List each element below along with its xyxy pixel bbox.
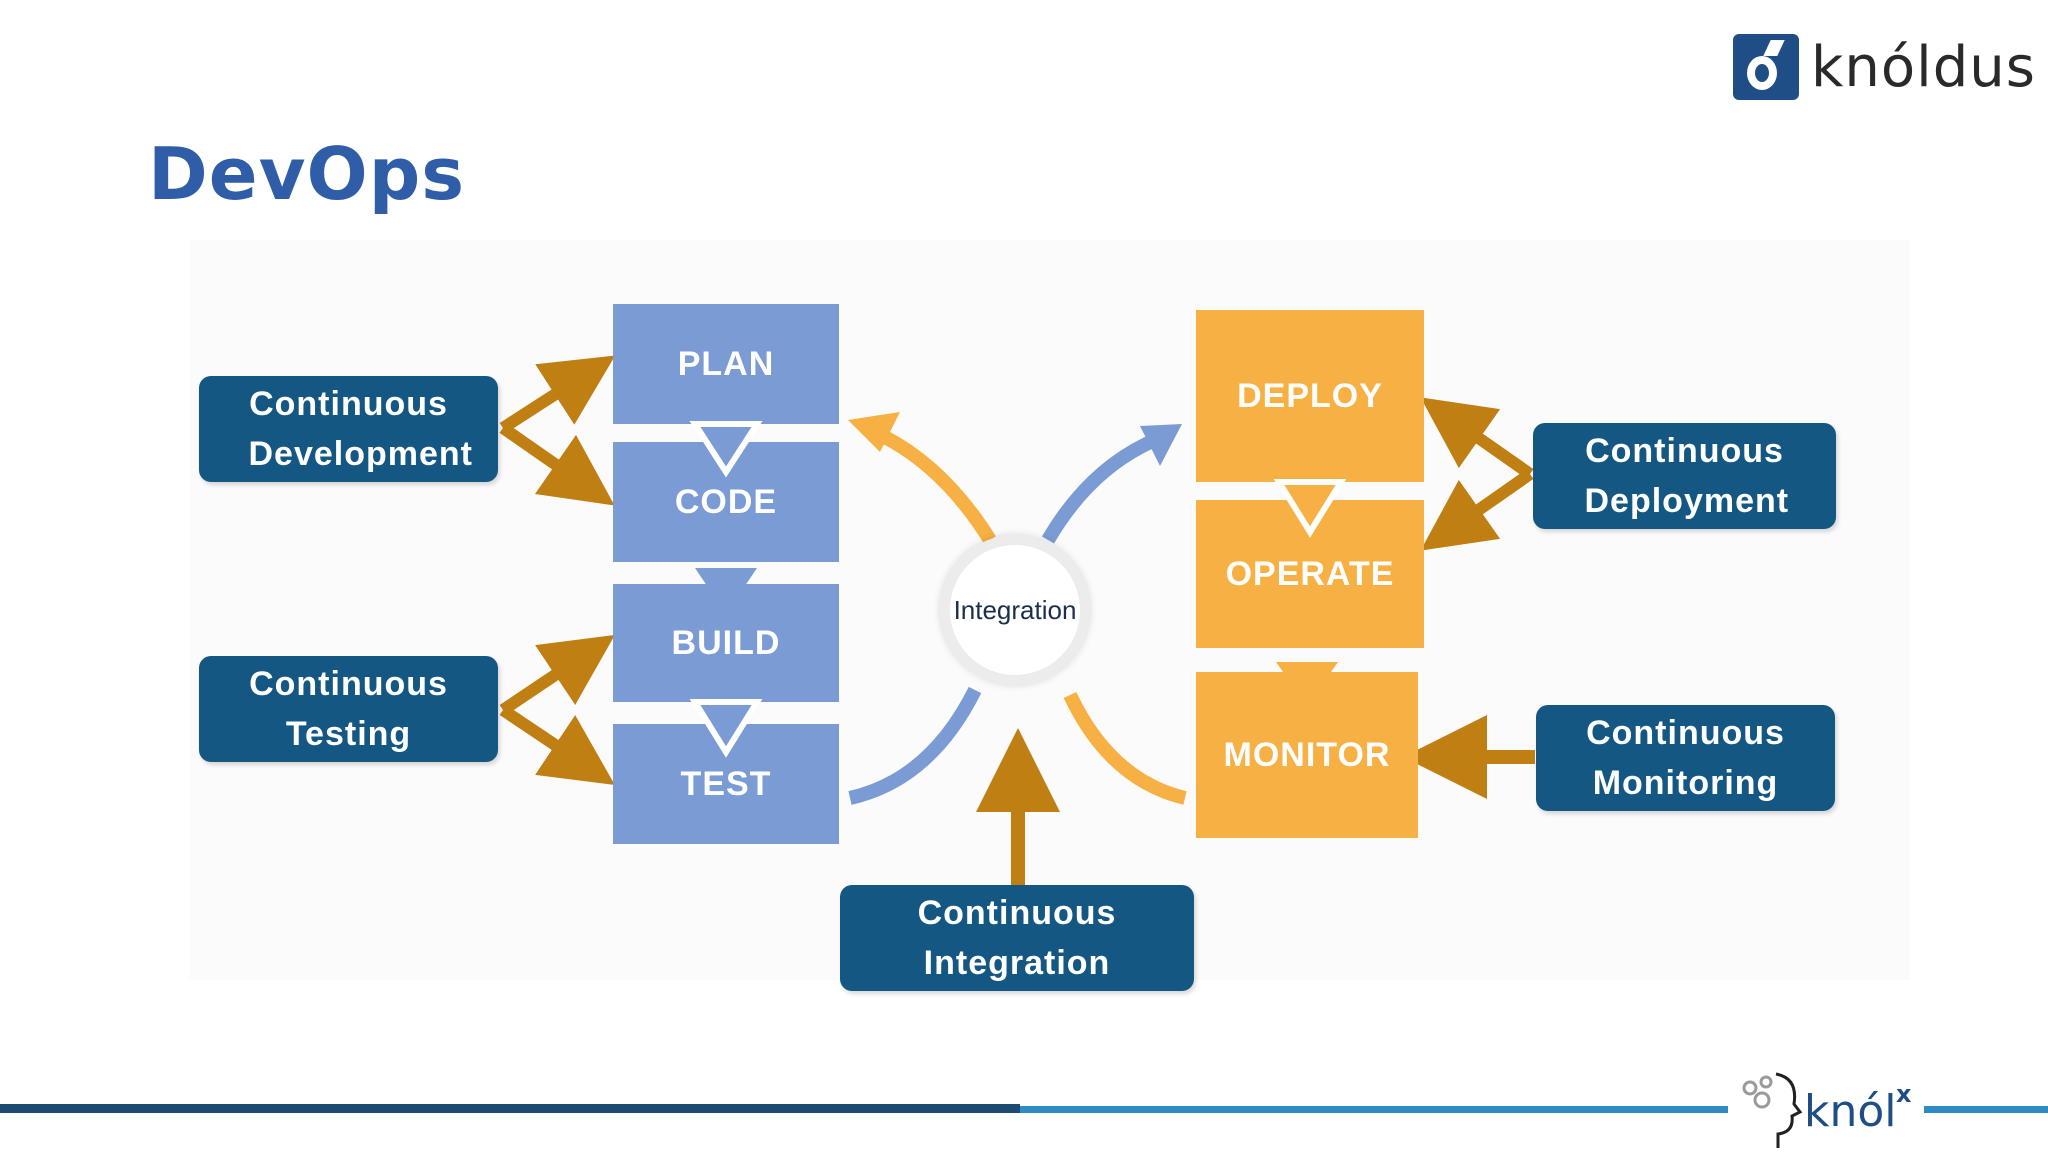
knolx-sup: x bbox=[1896, 1080, 1912, 1108]
integration-hub: Integration bbox=[940, 535, 1090, 685]
practice-monitoring-label: Continuous Monitoring bbox=[1586, 714, 1785, 802]
stage-plan-label: PLAN bbox=[677, 344, 775, 383]
flow-arc-left-top bbox=[848, 412, 996, 544]
testing-arrows bbox=[499, 634, 615, 786]
development-arrows bbox=[499, 355, 616, 506]
flow-arc-right-top bbox=[1041, 424, 1182, 544]
deployment-arrows bbox=[1420, 397, 1534, 551]
practice-deployment-label: Continuous Deployment bbox=[1584, 432, 1790, 520]
practice-development-label: Continuous Development bbox=[248, 385, 473, 473]
chevron-plan-code bbox=[689, 421, 763, 478]
head-gears-icon bbox=[1742, 1072, 1803, 1148]
knoldus-mark-icon bbox=[1733, 34, 1799, 100]
stage-plan: PLAN bbox=[613, 304, 839, 424]
integration-hub-label: Integration bbox=[953, 594, 1077, 625]
practice-monitoring: Continuous Monitoring bbox=[1536, 705, 1835, 811]
knolx-logo: knól x bbox=[1728, 1052, 1924, 1152]
chevron-code-build bbox=[695, 568, 757, 614]
practice-deployment: Continuous Deployment bbox=[1533, 423, 1836, 529]
footer-bar-dark bbox=[0, 1104, 1020, 1113]
stage-build: BUILD bbox=[613, 584, 839, 702]
page-title: DevOps bbox=[148, 132, 466, 216]
practice-integration-label: Continuous Integration bbox=[917, 894, 1117, 982]
chevron-build-test bbox=[689, 699, 763, 758]
stage-build-label: BUILD bbox=[671, 623, 781, 662]
chevron-operate-monitor bbox=[1276, 662, 1338, 706]
stage-operate-label: OPERATE bbox=[1225, 554, 1395, 593]
practice-development: Continuous Development bbox=[199, 376, 498, 482]
knolx-wordmark: knól bbox=[1804, 1086, 1897, 1137]
stage-deploy-label: DEPLOY bbox=[1237, 376, 1383, 415]
knoldus-logo: knóldus bbox=[1733, 34, 2036, 100]
knoldus-wordmark: knóldus bbox=[1811, 34, 2036, 100]
stage-deploy: DEPLOY bbox=[1196, 310, 1424, 482]
practice-testing-label: Continuous Testing bbox=[249, 665, 448, 753]
stage-code-label: CODE bbox=[674, 482, 778, 521]
stage-monitor-label: MONITOR bbox=[1223, 735, 1391, 774]
chevron-deploy-operate bbox=[1273, 479, 1347, 538]
footer-bar-light bbox=[1020, 1106, 2048, 1113]
flow-arc-left-bottom bbox=[848, 686, 982, 805]
practice-testing: Continuous Testing bbox=[199, 656, 498, 762]
flow-arc-right-bottom bbox=[1063, 692, 1187, 805]
practice-integration: Continuous Integration bbox=[840, 885, 1194, 991]
stage-test-label: TEST bbox=[680, 764, 772, 803]
